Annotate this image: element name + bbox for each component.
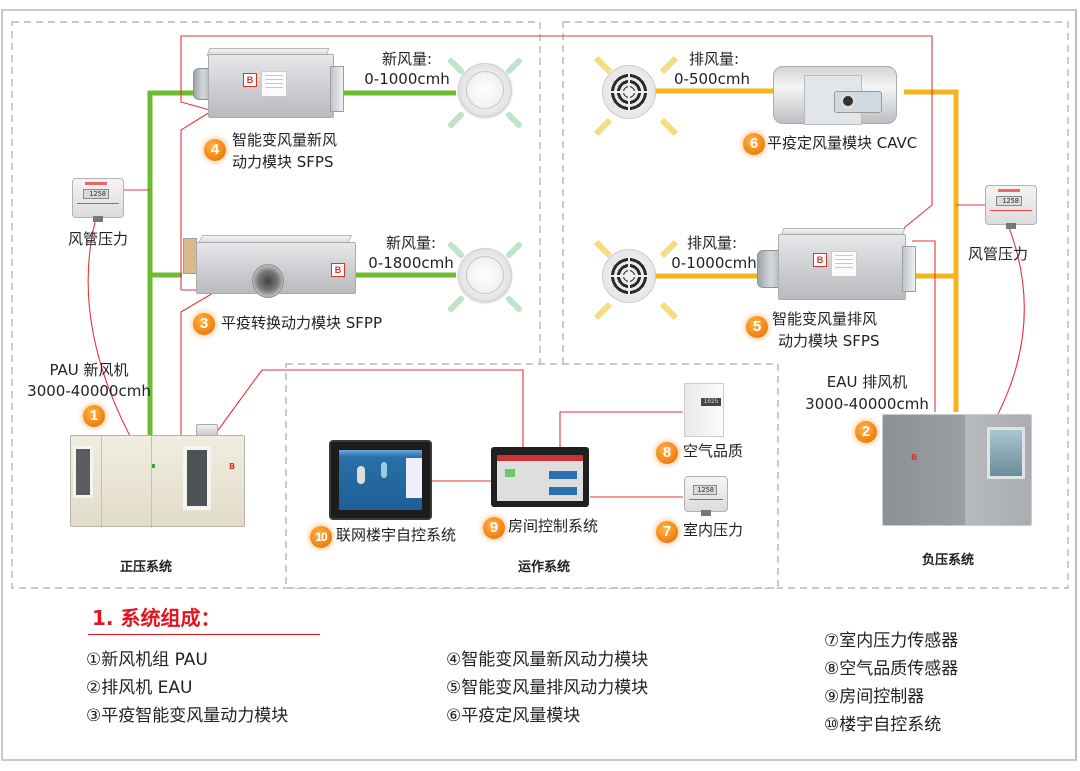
air-quality-display: 1025 [701, 398, 721, 406]
legend-item: ④智能变风量新风动力模块 [446, 650, 649, 670]
eau-outlet [987, 427, 1025, 479]
indoor-pressure-sensor: 1258 [684, 476, 728, 516]
badge-1: 1 [83, 405, 105, 427]
badge-3: 3 [193, 313, 215, 335]
legend-item: ⑦室内压力传感器 [824, 631, 959, 651]
sfpp-inlet-damper [183, 238, 197, 274]
indoor-pressure-label: 室内压力 [683, 521, 744, 539]
sfps-fresh-unit: B [208, 54, 334, 118]
bas-tank-icon [381, 462, 387, 478]
badge-5: 5 [746, 316, 768, 338]
legend-item: ①新风机组 PAU [86, 650, 208, 670]
legend-item: ②排风机 EAU [86, 678, 193, 698]
sfps-exhaust-label-line2: 动力模块 SFPS [778, 332, 880, 350]
sfps-fresh-label-line1: 智能变风量新风 [232, 131, 338, 149]
fresh-flow-2-value: 0-1800cmh [368, 254, 454, 272]
zone-operation-label: 运作系统 [518, 560, 571, 575]
badge-9: 9 [483, 517, 505, 539]
pau-window-left [73, 446, 93, 498]
exhaust-flow-2-title: 排风量: [686, 234, 738, 252]
badge-8: 8 [656, 442, 678, 464]
zone-negative-label: 负压系统 [922, 553, 975, 568]
exhaust-flow-1-value: 0-500cmh [674, 70, 750, 88]
eau-unit: B [882, 414, 1032, 526]
room-controller-label: 房间控制系统 [508, 517, 599, 535]
eau-name: EAU 排风机 [826, 373, 908, 391]
room-controller-widget [505, 469, 515, 477]
sfps-exhaust-label-line1: 智能变风量排风 [772, 310, 878, 328]
pau-name: PAU 新风机 [49, 361, 129, 379]
building-automation-screen [329, 440, 432, 520]
fresh-flow-1-value: 0-1000cmh [364, 70, 450, 88]
duct-pressure-label-right: 风管压力 [968, 245, 1029, 263]
legend-item: ⑤智能变风量排风动力模块 [446, 678, 649, 698]
supply-diffuser-2 [458, 248, 512, 302]
badge-10: 10 [310, 526, 332, 548]
legend-item: ③平疫智能变风量动力模块 [86, 706, 289, 726]
sfps-exhaust-unit: B [778, 234, 906, 300]
cavc-unit [773, 66, 897, 125]
legend-item: ⑨房间控制器 [824, 687, 925, 707]
supply-arrows-icon [448, 58, 522, 128]
eau-logo: B [911, 453, 918, 462]
badge-4: 4 [204, 139, 226, 161]
exhaust-arrows-icon [593, 239, 679, 321]
exhaust-flow-2-value: 0-1000cmh [671, 254, 757, 272]
room-controller-widget [549, 471, 577, 479]
badge-2: 2 [855, 421, 877, 443]
badge-6: 6 [743, 133, 765, 155]
cavc-actuator-knob [840, 93, 856, 109]
duct-pressure-sensor-left: 1258 [72, 178, 124, 222]
pau-unit: B [70, 435, 245, 528]
sfps-exhaust-outlet [902, 246, 916, 292]
legend-divider [88, 634, 320, 635]
air-quality-label: 空气品质 [683, 442, 744, 460]
duct-pressure-sensor-right: 1258 [985, 185, 1037, 229]
sfps-fresh-label-line2: 动力模块 SFPS [232, 153, 334, 171]
cavc-label: 平疫定风量模块 CAVC [767, 134, 918, 152]
pau-panel-seam [101, 436, 102, 528]
fresh-flow-1-title: 新风量: [381, 50, 433, 68]
room-controller-screen [491, 447, 589, 507]
air-quality-sensor: 1025 [684, 383, 724, 437]
exhaust-grille-2 [602, 249, 656, 303]
pau-window-right [183, 446, 211, 510]
pau-logo: B [229, 462, 236, 471]
bas-tank-icon [357, 466, 365, 484]
pau-flow: 3000-40000cmh [27, 382, 151, 400]
legend-item: ⑥平疫定风量模块 [446, 706, 581, 726]
sfpp-label: 平疫转换动力模块 SFPP [221, 314, 383, 332]
legend-item: ⑩楼宇自控系统 [824, 715, 942, 735]
exhaust-flow-1-title: 排风量: [688, 50, 740, 68]
fresh-flow-2-title: 新风量: [385, 234, 437, 252]
exhaust-grille-1 [602, 65, 656, 119]
sfpp-round-outlet [252, 264, 284, 298]
duct-pressure-label-left: 风管压力 [68, 230, 129, 248]
exhaust-arrows-icon [593, 55, 679, 137]
room-controller-widget [549, 487, 577, 495]
badge-7: 7 [656, 521, 678, 543]
bas-side-panel [406, 458, 422, 498]
pau-panel-seam [151, 436, 152, 528]
legend-item: ⑧空气品质传感器 [824, 659, 959, 679]
pau-indicator [151, 464, 155, 468]
bas-label: 联网楼宇自控系统 [336, 526, 457, 544]
supply-arrows-icon [448, 242, 522, 312]
zone-positive-label: 正压系统 [120, 560, 173, 575]
eau-flow: 3000-40000cmh [805, 395, 929, 413]
legend-title: 1. 系统组成： [92, 606, 221, 630]
supply-diffuser-1 [458, 63, 512, 117]
sfps-fresh-outlet [330, 66, 344, 112]
